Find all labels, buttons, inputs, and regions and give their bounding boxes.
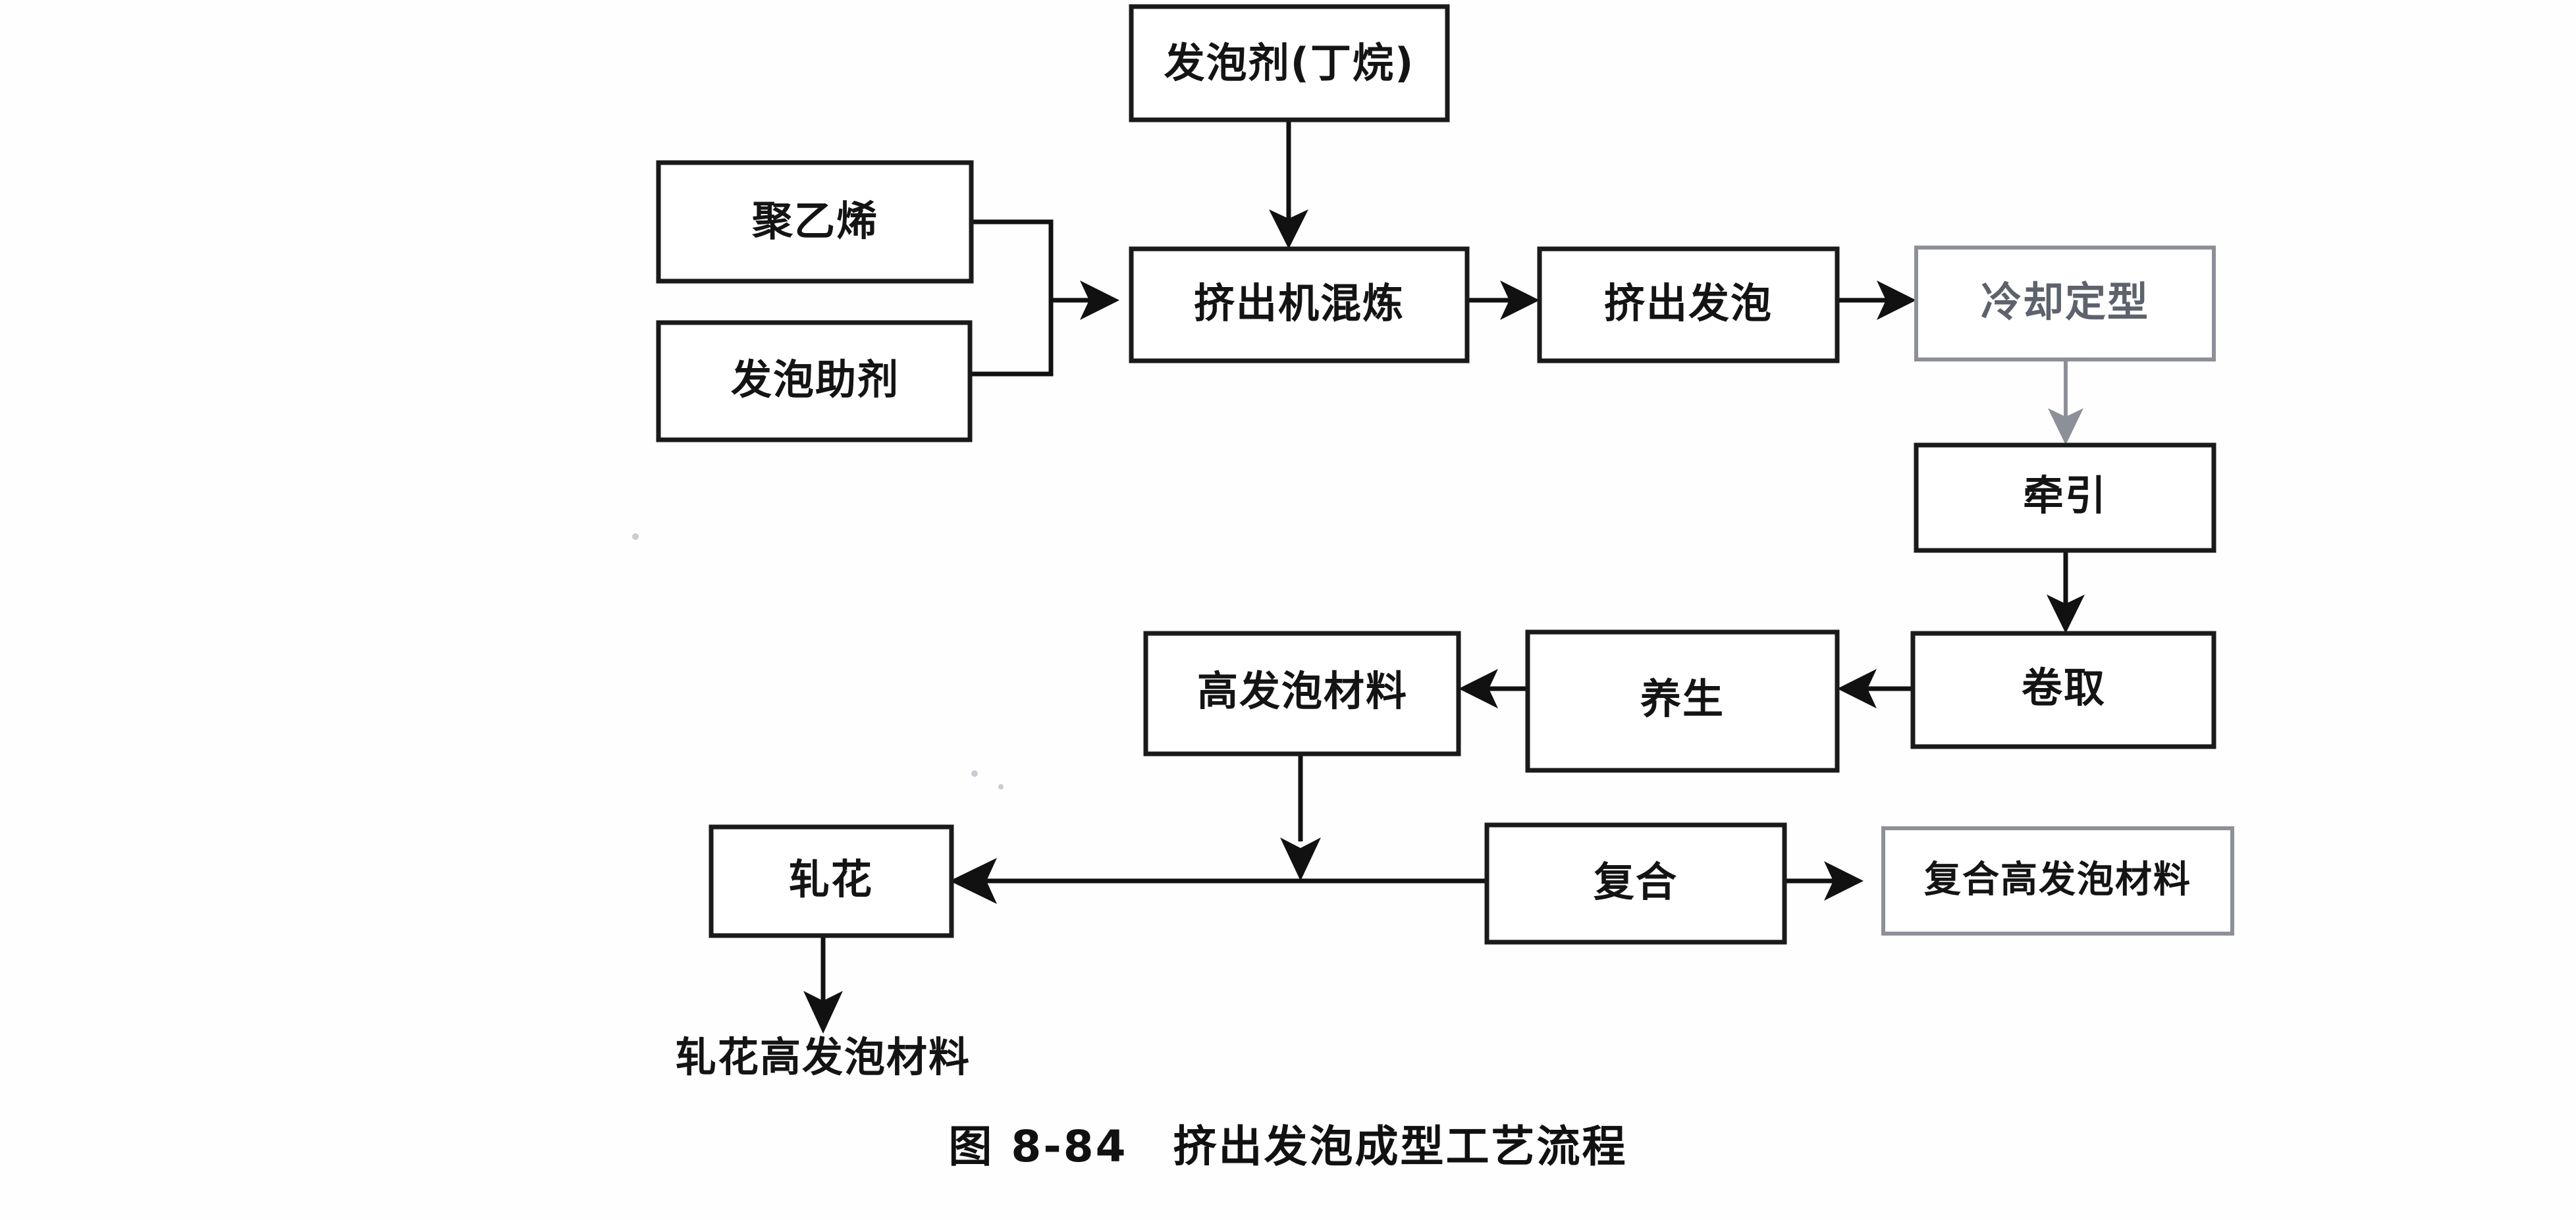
node-polyethylene-label: 聚乙烯 <box>751 197 878 245</box>
node-lamination-label: 复合 <box>1594 858 1678 906</box>
node-high-foam-material-label: 高发泡材料 <box>1197 667 1408 715</box>
edge-high-foam-down <box>1280 754 1321 881</box>
node-cooling-sizing[interactable]: 冷却定型 <box>1914 246 2216 361</box>
node-lamination[interactable]: 复合 <box>1484 822 1787 945</box>
scan-speck <box>632 533 639 540</box>
node-embossing-label: 轧花 <box>789 855 873 903</box>
edge-embossing-to-embossed-foam <box>803 935 843 1034</box>
edge-lamination-to-embossing <box>950 858 1487 904</box>
edge-extruder-to-foaming <box>1467 280 1540 320</box>
figure-caption: 图 8-84 挤出发泡成型工艺流程 <box>948 1121 1628 1172</box>
node-traction[interactable]: 牵引 <box>1914 442 2216 553</box>
edge-cooling-to-traction <box>2048 359 2083 445</box>
node-cooling-sizing-label: 冷却定型 <box>1981 278 2149 326</box>
node-extruder-mixing[interactable]: 挤出机混炼 <box>1129 246 1470 363</box>
edge-curing-to-high-foam <box>1459 669 1528 708</box>
scan-speck <box>998 784 1004 789</box>
node-extruder-mixing-label: 挤出机混炼 <box>1194 279 1405 327</box>
edge-blowing-agent-to-extruder <box>1269 120 1308 249</box>
node-blowing-agent[interactable]: 发泡剂(丁烷) <box>1129 4 1450 122</box>
edge-winding-to-curing <box>1837 669 1913 708</box>
scan-speck <box>971 770 978 777</box>
edge-foaming-to-cooling <box>1837 280 1916 320</box>
edge-lamination-to-laminated-foam <box>1784 861 1864 901</box>
node-extrusion-foaming[interactable]: 挤出发泡 <box>1537 246 1840 363</box>
node-curing-label: 养生 <box>1640 675 1725 723</box>
node-foaming-aid-label: 发泡助剂 <box>731 356 899 404</box>
node-embossed-high-foam-material-label: 轧花高发泡材料 <box>676 1033 971 1081</box>
node-embossing[interactable]: 轧花 <box>709 824 954 938</box>
node-laminated-high-foam-material-label: 复合高发泡材料 <box>1924 859 2191 901</box>
node-polyethylene[interactable]: 聚乙烯 <box>656 160 974 284</box>
edge-traction-to-winding <box>2047 550 2085 633</box>
node-foaming-aid[interactable]: 发泡助剂 <box>656 320 973 442</box>
node-winding[interactable]: 卷取 <box>1910 631 2216 749</box>
node-laminated-high-foam-material[interactable]: 复合高发泡材料 <box>1881 826 2234 936</box>
node-curing[interactable]: 养生 <box>1525 629 1840 773</box>
edge-feedstock-merge-to-extruder <box>970 219 1119 377</box>
node-winding-label: 卷取 <box>2022 664 2106 712</box>
node-extrusion-foaming-label: 挤出发泡 <box>1604 279 1773 327</box>
node-traction-label: 牵引 <box>2023 471 2107 519</box>
node-high-foam-material[interactable]: 高发泡材料 <box>1143 631 1461 756</box>
node-blowing-agent-label: 发泡剂(丁烷) <box>1164 39 1415 87</box>
